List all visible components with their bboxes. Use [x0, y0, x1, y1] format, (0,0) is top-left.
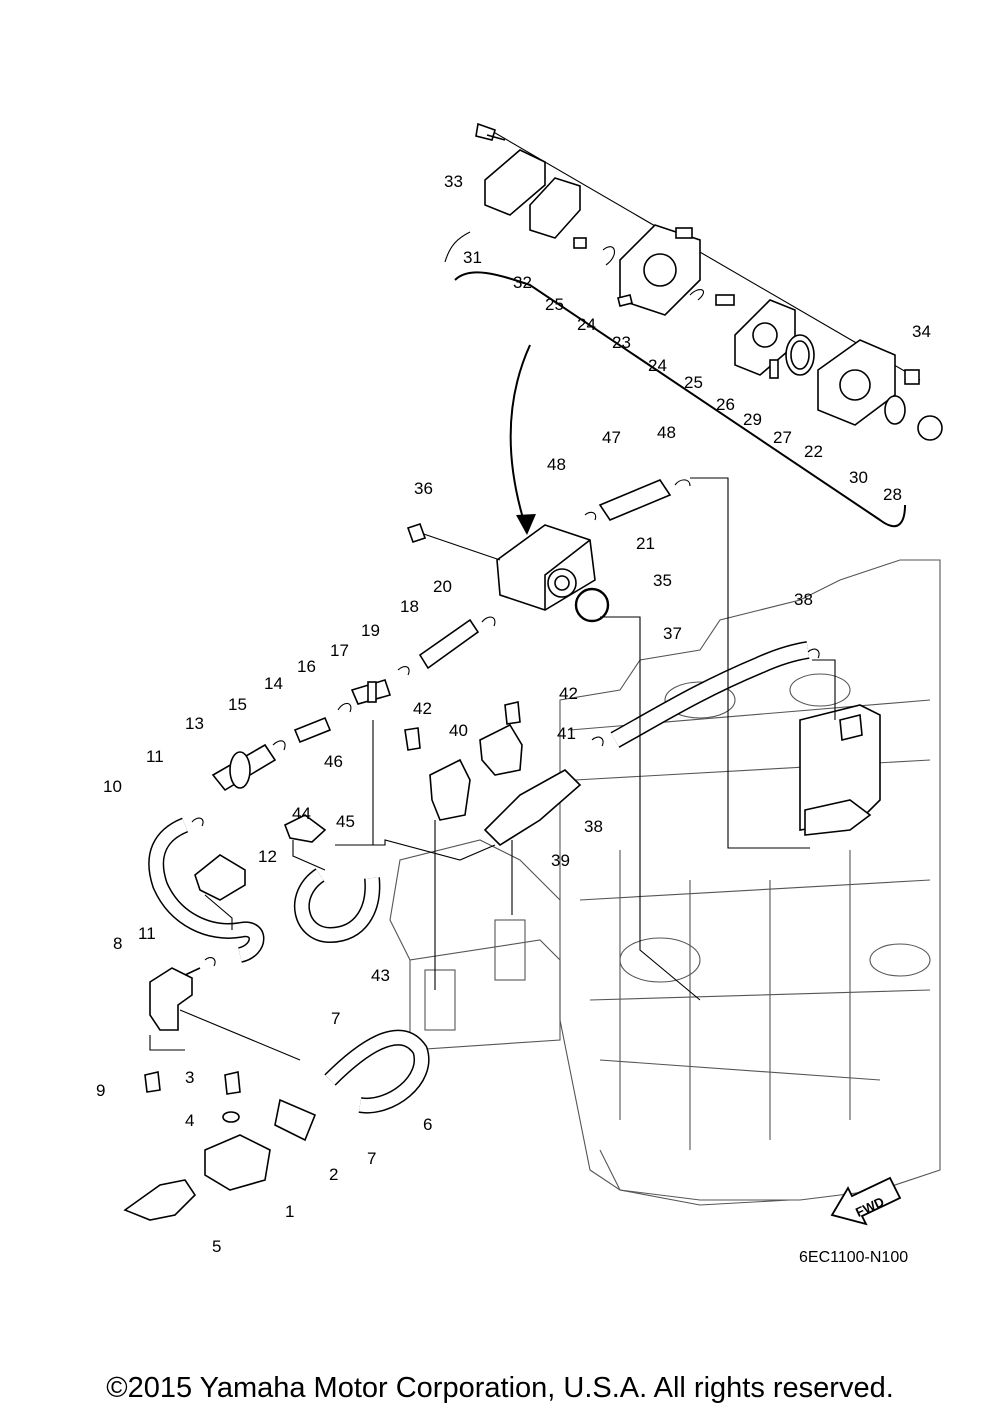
callout-8: 8	[113, 934, 122, 953]
callout-47: 47	[602, 428, 621, 447]
callout-29: 29	[743, 410, 762, 429]
callout-39: 39	[551, 851, 570, 870]
callout-4: 4	[185, 1111, 194, 1130]
callout-15: 15	[228, 695, 247, 714]
callout-7: 7	[331, 1009, 340, 1028]
engine-block	[389, 559, 941, 1206]
callout-24-b: 24	[648, 356, 667, 375]
fwd-arrow-icon: FWD	[830, 1176, 902, 1226]
callout-38-b: 38	[584, 817, 603, 836]
callout-48-b: 48	[657, 423, 676, 442]
callout-43: 43	[371, 966, 390, 985]
callout-34: 34	[912, 322, 931, 341]
callout-26: 26	[716, 395, 735, 414]
callout-22: 22	[804, 442, 823, 461]
fuel-pump-detail-frame	[444, 231, 906, 535]
fuel-pump-assembly	[123, 479, 881, 1221]
callout-45: 45	[336, 812, 355, 831]
callout-32: 32	[513, 273, 532, 292]
callout-7-b: 7	[367, 1149, 376, 1168]
callout-38: 38	[794, 590, 813, 609]
callout-18: 18	[400, 597, 419, 616]
callout-20: 20	[433, 577, 452, 596]
callout-25-b: 25	[684, 373, 703, 392]
callout-11: 11	[146, 747, 164, 766]
callout-16: 16	[297, 657, 316, 676]
callout-35: 35	[653, 571, 672, 590]
callout-19: 19	[361, 621, 380, 640]
callout-12: 12	[258, 847, 277, 866]
callout-labels: 33 31 32 25 24 23 24 25 26 29 27 22 34 3…	[96, 172, 931, 1256]
callout-42-b: 42	[559, 684, 578, 703]
leader-lines	[149, 477, 836, 1061]
callout-37: 37	[663, 624, 682, 643]
callout-17: 17	[330, 641, 349, 660]
callout-1: 1	[285, 1202, 294, 1221]
copyright-notice: ©2015 Yamaha Motor Corporation, U.S.A. A…	[106, 1372, 894, 1404]
callout-48: 48	[547, 455, 566, 474]
callout-9: 9	[96, 1081, 105, 1100]
callout-41: 41	[557, 724, 576, 743]
callout-46: 46	[324, 752, 343, 771]
callout-13: 13	[185, 714, 204, 733]
callout-6: 6	[423, 1115, 432, 1134]
callout-40: 40	[449, 721, 468, 740]
callout-42: 42	[413, 699, 432, 718]
callout-30: 30	[849, 468, 868, 487]
callout-2: 2	[329, 1165, 338, 1184]
callout-3: 3	[185, 1068, 194, 1087]
callout-44: 44	[292, 804, 311, 823]
callout-14: 14	[264, 674, 283, 693]
callout-10: 10	[103, 777, 122, 796]
callout-24: 24	[577, 315, 596, 334]
diagram-code: 6EC1100-N100	[799, 1249, 908, 1266]
callout-28: 28	[883, 485, 902, 504]
callout-5: 5	[212, 1237, 221, 1256]
callout-33: 33	[444, 172, 463, 191]
callout-23: 23	[612, 333, 631, 352]
callout-25: 25	[545, 295, 564, 314]
callout-27: 27	[773, 428, 792, 447]
fuel-pump-exploded-parts	[475, 122, 943, 441]
callout-11-b: 11	[138, 924, 156, 943]
callout-21: 21	[636, 534, 655, 553]
callout-36: 36	[414, 479, 433, 498]
callout-31: 31	[463, 248, 482, 267]
